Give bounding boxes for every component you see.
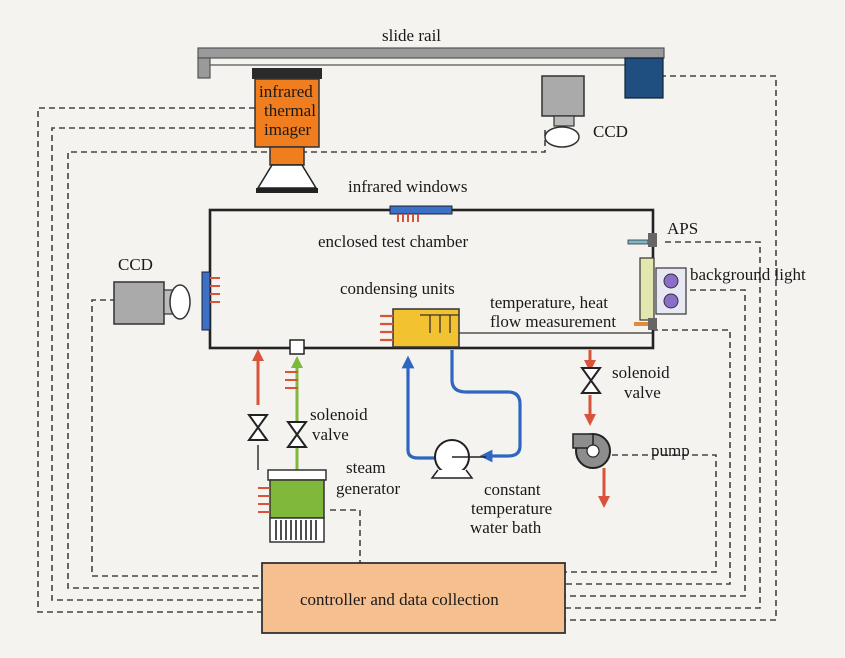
valve-left-a-icon <box>247 414 269 441</box>
imager-label-line3: imager <box>264 120 312 139</box>
aps-label: APS <box>667 219 698 238</box>
steam-supply-line: solenoid valve <box>247 349 368 470</box>
signal-wiring <box>37 75 777 621</box>
heat-flow-label-line1: temperature, heat <box>490 293 608 312</box>
infrared-windows-label: infrared windows <box>348 177 467 196</box>
solenoid-left-line2: valve <box>312 425 349 444</box>
exhaust-line: solenoid valve pump <box>572 350 690 508</box>
controller-label: controller and data collection <box>300 590 499 609</box>
background-light-label: background light <box>690 265 806 284</box>
heat-flow-label-line2: flow measurement <box>490 312 616 331</box>
chamber-label: enclosed test chamber <box>318 232 468 251</box>
controller-box: controller and data collection <box>261 562 566 634</box>
ccd-top-label: CCD <box>593 122 628 141</box>
solenoid-right-line2: valve <box>624 383 661 402</box>
solenoid-right-line1: solenoid <box>612 363 670 382</box>
steam-generator-line1: steam <box>346 458 386 477</box>
pump-label: pump <box>651 441 690 460</box>
ccd-camera-left: CCD <box>113 255 191 325</box>
slide-rail: slide rail <box>197 26 665 99</box>
ccd-camera-top: CCD <box>541 75 628 148</box>
valve-left-b-icon <box>286 421 308 448</box>
solenoid-left-line1: solenoid <box>310 405 368 424</box>
condensing-units-label: condensing units <box>340 279 455 298</box>
rail-drive-box <box>624 57 664 99</box>
water-bath-line2: temperature <box>471 499 552 518</box>
steam-generator: steam generator <box>258 458 401 543</box>
slide-rail-label: slide rail <box>382 26 441 45</box>
valve-right-icon <box>580 367 602 394</box>
water-bath-loop: constant temperature water bath <box>401 350 552 537</box>
infrared-window <box>389 205 453 215</box>
enclosed-test-chamber: infrared windows enclosed test chamber A… <box>201 177 806 355</box>
steam-generator-line2: generator <box>336 479 401 498</box>
water-bath-line1: constant <box>484 480 541 499</box>
imager-label-line2: thermal <box>264 101 316 120</box>
ccd-left-label: CCD <box>118 255 153 274</box>
infrared-thermal-imager: infrared thermal imager <box>252 68 322 193</box>
water-bath-line3: water bath <box>470 518 542 537</box>
imager-label-line1: infrared <box>259 82 313 101</box>
